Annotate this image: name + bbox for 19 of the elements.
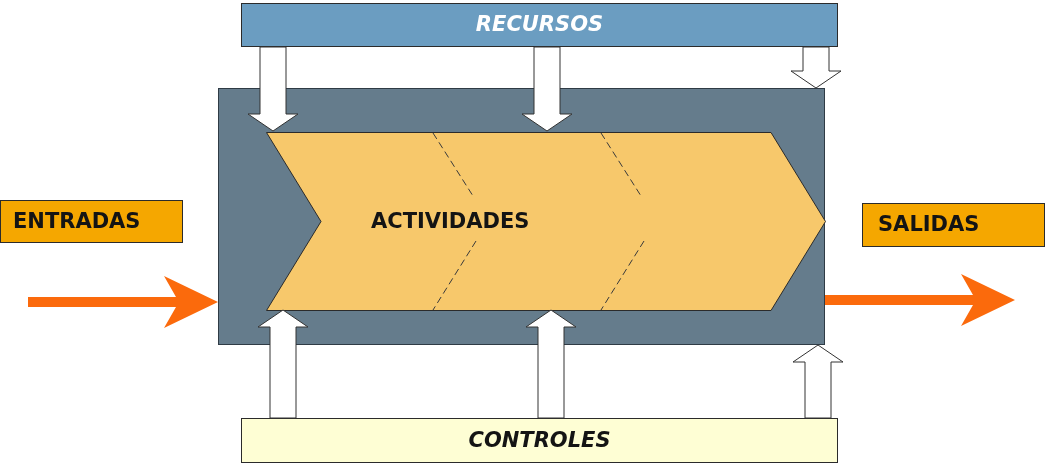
block-arrow bbox=[521, 46, 573, 132]
node-label: SALIDAS bbox=[878, 213, 980, 237]
block-arrow bbox=[247, 46, 299, 132]
activity-chevron bbox=[266, 132, 826, 311]
block-arrow bbox=[257, 309, 309, 419]
controls-bar bbox=[241, 418, 838, 463]
process-box bbox=[218, 88, 825, 345]
block-arrow bbox=[790, 46, 842, 89]
arrow bbox=[28, 276, 218, 328]
block-arrow bbox=[525, 309, 577, 419]
node-label: ACTIVIDADES bbox=[371, 209, 530, 234]
resource-bar bbox=[241, 3, 838, 47]
node-label: CONTROLES bbox=[468, 428, 611, 453]
node-label: ENTRADAS bbox=[13, 209, 141, 234]
input-tag bbox=[0, 200, 183, 243]
output-tag bbox=[862, 203, 1045, 247]
block-arrow bbox=[792, 344, 844, 419]
node-label: RECURSOS bbox=[475, 13, 604, 37]
arrow bbox=[825, 274, 1015, 326]
